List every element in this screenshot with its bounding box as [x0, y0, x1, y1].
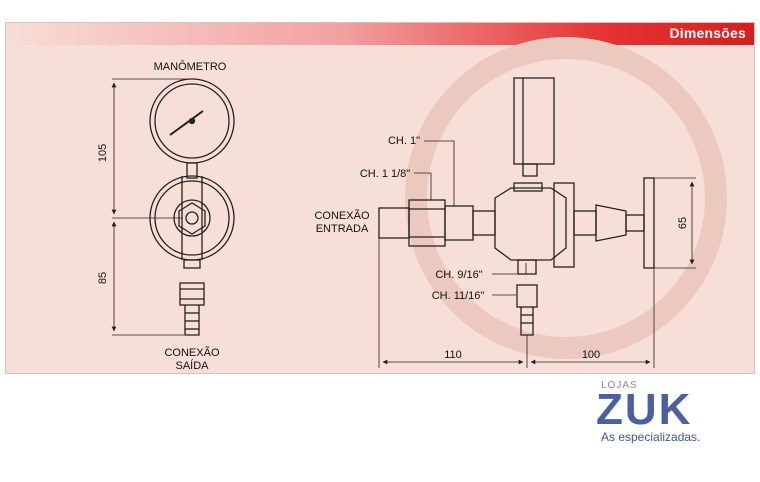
- header-title: Dimensões: [669, 25, 746, 41]
- watermark-ring: [405, 37, 727, 359]
- label-manometro: MANÔMETRO: [154, 60, 227, 73]
- dim-handle-height: 65: [677, 217, 689, 229]
- label-ch-1: CH. 1": [388, 135, 420, 147]
- bonnet-neck: [573, 210, 597, 236]
- label-ch-9-16: CH. 9/16": [435, 269, 482, 281]
- label-conexao-entrada-1: CONEXÃO: [314, 209, 369, 222]
- gauge-pivot: [188, 117, 196, 125]
- diagram-panel: Dimensões: [5, 22, 755, 374]
- handle-bar: [643, 177, 655, 269]
- dim-gauge-height: 105: [97, 144, 109, 162]
- label-ch-11-16: CH. 11/16": [432, 290, 485, 302]
- label-conexao-saida-2: SAÍDA: [175, 359, 209, 372]
- side-leaders: [378, 140, 696, 368]
- side-gauge-stem: [522, 163, 538, 177]
- brand-name: ZUK: [596, 385, 693, 434]
- brand-tagline: As especializadas.: [601, 430, 701, 444]
- label-conexao-saida-1: CONEXÃO: [164, 346, 219, 359]
- handle-shaft: [625, 214, 645, 232]
- brand-lojas: LOJAS: [601, 380, 638, 391]
- outlet-nut: [179, 282, 205, 306]
- dim-handle-length: 100: [582, 349, 600, 361]
- front-dimensions: [111, 78, 186, 336]
- technical-drawing: 105 85 MANÔMETRO CONEXÃO SAÍDA: [97, 37, 727, 372]
- inlet-body-nut: [444, 205, 474, 241]
- body-nut: [178, 202, 206, 235]
- gauge-needle: [169, 110, 204, 136]
- front-view: [149, 78, 235, 336]
- side-view: [378, 77, 655, 336]
- dim-outlet-height: 85: [97, 272, 109, 284]
- inlet-stem: [378, 207, 410, 239]
- leader-ch118: [414, 172, 432, 200]
- leader-ch916: [492, 263, 527, 275]
- gauge-inner: [154, 83, 230, 159]
- body-top-boss: [513, 182, 543, 192]
- gauge-stem: [186, 162, 198, 179]
- side-outlet-nut: [516, 284, 538, 308]
- side-outlet-collar: [517, 259, 537, 275]
- inlet-neck: [472, 210, 496, 236]
- bonnet-cone: [595, 204, 627, 242]
- leader-ch1: [424, 140, 455, 206]
- outlet-hose-tail: [184, 305, 200, 336]
- regulator-body: [494, 187, 567, 261]
- body-bore: [185, 211, 199, 225]
- label-ch-1-1-8: CH. 1 1/8": [360, 168, 410, 180]
- dim-inlet-length: 110: [444, 349, 462, 361]
- side-gauge: [513, 77, 555, 165]
- label-conexao-entrada-2: ENTRADA: [316, 223, 369, 235]
- outlet-collar: [183, 259, 201, 269]
